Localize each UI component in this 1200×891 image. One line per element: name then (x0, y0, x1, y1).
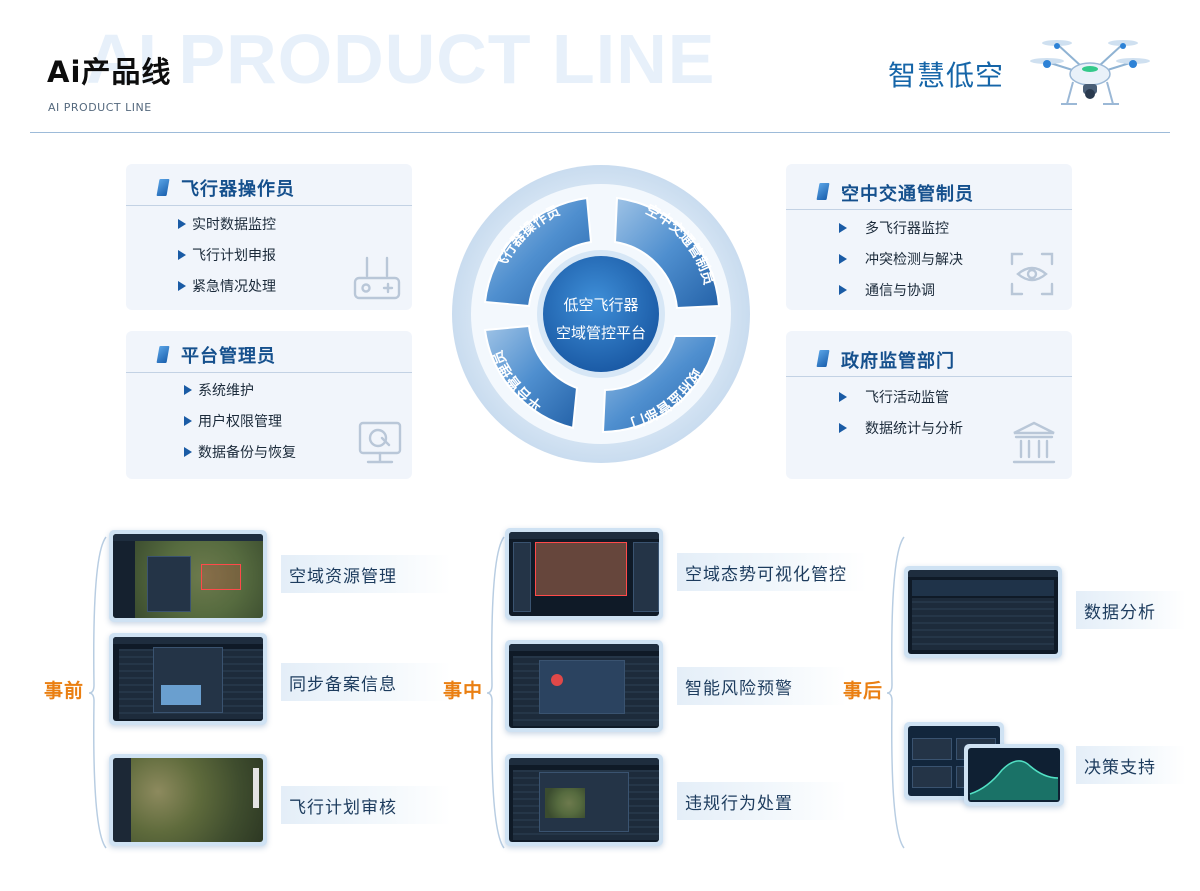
ring-segment-gov (601, 335, 719, 434)
center-ring-diagram: 飞行器操作员 空中交通管制员 政府监管部门 平台管理员 低空飞行器 空域管控平台 (452, 165, 750, 463)
feature-label: 智能风险预警 (677, 667, 847, 705)
page-subtitle: AI PRODUCT LINE (48, 101, 152, 114)
area-chart-thumbnail (969, 760, 1059, 800)
feature-label: 飞行计划审核 (281, 786, 451, 824)
screenshot-data-analysis (904, 566, 1062, 658)
list-item: 紧急情况处理 (178, 270, 276, 301)
bullet-triangle-icon (839, 222, 847, 233)
role-card-atc: 空中交通管制员 多飞行器监控 冲突检测与解决 通信与协调 (786, 164, 1072, 310)
brace-during (486, 536, 505, 849)
card-header: 政府监管部门 (786, 331, 1072, 377)
core-title-line2: 空域管控平台 (556, 324, 646, 342)
screenshot-decision-chart (964, 744, 1064, 806)
card-title: 空中交通管制员 (841, 184, 974, 205)
card-header: 飞行器操作员 (126, 164, 412, 206)
phase-label-after: 事后 (843, 680, 884, 702)
ring-segment-atc (613, 196, 721, 310)
list-item: 用户权限管理 (184, 405, 296, 436)
list-item: 系统维护 (184, 374, 296, 405)
bullet-triangle-icon (184, 415, 192, 426)
card-header: 平台管理员 (126, 331, 412, 373)
bullet-triangle-icon (184, 384, 192, 395)
role-card-admin: 平台管理员 系统维护 用户权限管理 数据备份与恢复 (126, 331, 412, 479)
monitor-settings-icon (358, 421, 402, 464)
atc-duty-list: 多飞行器监控 冲突检测与解决 通信与协调 (839, 212, 963, 305)
phase-label-during: 事中 (443, 680, 484, 702)
screenshot-airspace-resource (109, 530, 267, 622)
bullet-triangle-icon (839, 253, 847, 264)
feature-label: 违规行为处置 (677, 782, 847, 820)
list-item: 飞行计划申报 (178, 239, 276, 270)
header-divider (30, 132, 1170, 133)
feature-label: 同步备案信息 (281, 663, 451, 701)
card-marker-icon (156, 179, 170, 196)
bullet-triangle-icon (178, 249, 186, 260)
core-title-line1: 低空飞行器 (563, 296, 638, 314)
remote-controller-icon (353, 256, 401, 300)
brace-after (886, 536, 905, 849)
list-item: 实时数据监控 (178, 208, 276, 239)
bullet-triangle-icon (184, 446, 192, 457)
core-disc (543, 256, 659, 372)
feature-label: 空域资源管理 (281, 555, 451, 593)
header-watermark: AI PRODUCT LINE (86, 20, 716, 98)
card-title: 政府监管部门 (841, 351, 955, 372)
bullet-triangle-icon (178, 280, 186, 291)
screenshot-violation-handling (505, 754, 663, 846)
screenshot-flight-plan-review (109, 754, 267, 846)
government-building-icon (1012, 421, 1056, 464)
card-header: 空中交通管制员 (786, 164, 1072, 210)
eye-scan-icon (1010, 252, 1054, 296)
list-item: 飞行活动监管 (839, 381, 963, 412)
feature-label: 数据分析 (1076, 591, 1186, 629)
screenshot-airspace-situation (505, 528, 663, 620)
ring-segment-admin (483, 324, 579, 430)
role-card-operator: 飞行器操作员 实时数据监控 飞行计划申报 紧急情况处理 (126, 164, 412, 310)
operator-duty-list: 实时数据监控 飞行计划申报 紧急情况处理 (178, 208, 276, 301)
screenshot-sync-filing (109, 633, 267, 725)
brace-before (88, 536, 107, 849)
card-title: 飞行器操作员 (181, 179, 295, 200)
list-item: 多飞行器监控 (839, 212, 963, 243)
list-item: 冲突检测与解决 (839, 243, 963, 274)
drone-icon (1030, 40, 1150, 105)
role-card-gov: 政府监管部门 飞行活动监管 数据统计与分析 (786, 331, 1072, 479)
ring-segment-operator (483, 196, 593, 308)
list-item: 通信与协调 (839, 274, 963, 305)
card-marker-icon (816, 183, 830, 200)
feature-label: 决策支持 (1076, 746, 1186, 784)
brand-title: 智慧低空 (888, 59, 1005, 92)
bullet-triangle-icon (839, 422, 847, 433)
feature-label: 空域态势可视化管控 (677, 553, 867, 591)
gov-duty-list: 飞行活动监管 数据统计与分析 (839, 381, 963, 443)
card-marker-icon (816, 350, 830, 367)
list-item: 数据备份与恢复 (184, 436, 296, 467)
phase-label-before: 事前 (44, 680, 85, 702)
card-title: 平台管理员 (181, 346, 276, 367)
page-title: Ai产品线 (47, 55, 172, 89)
bullet-triangle-icon (178, 218, 186, 229)
list-item: 数据统计与分析 (839, 412, 963, 443)
bullet-triangle-icon (839, 391, 847, 402)
card-marker-icon (156, 346, 170, 363)
admin-duty-list: 系统维护 用户权限管理 数据备份与恢复 (184, 374, 296, 467)
bullet-triangle-icon (839, 284, 847, 295)
screenshot-risk-warning (505, 640, 663, 732)
